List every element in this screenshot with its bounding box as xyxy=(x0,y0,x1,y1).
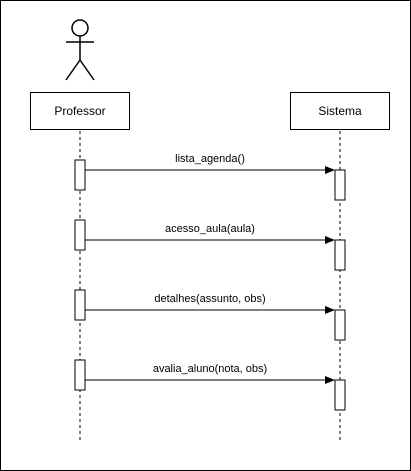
actor-stick-figure-icon xyxy=(65,19,95,81)
message-label-2: acesso_aula(aula) xyxy=(165,223,255,235)
activation-professor-2 xyxy=(74,219,86,251)
activation-sistema-2 xyxy=(334,239,346,271)
message-label-3: detalhes(assunto, obs) xyxy=(154,293,266,305)
activation-professor-1 xyxy=(74,159,86,191)
activation-professor-4 xyxy=(74,359,86,391)
participant-professor: Professor xyxy=(30,92,130,130)
activation-sistema-3 xyxy=(334,309,346,341)
activation-professor-3 xyxy=(74,289,86,321)
participant-sistema: Sistema xyxy=(290,92,390,130)
activation-sistema-1 xyxy=(334,169,346,201)
participant-professor-label: Professor xyxy=(54,104,106,118)
participant-sistema-label: Sistema xyxy=(318,104,362,118)
message-label-1: lista_agenda() xyxy=(175,153,245,165)
message-label-4: avalia_aluno(nota, obs) xyxy=(152,363,268,375)
activation-sistema-4 xyxy=(334,379,346,411)
